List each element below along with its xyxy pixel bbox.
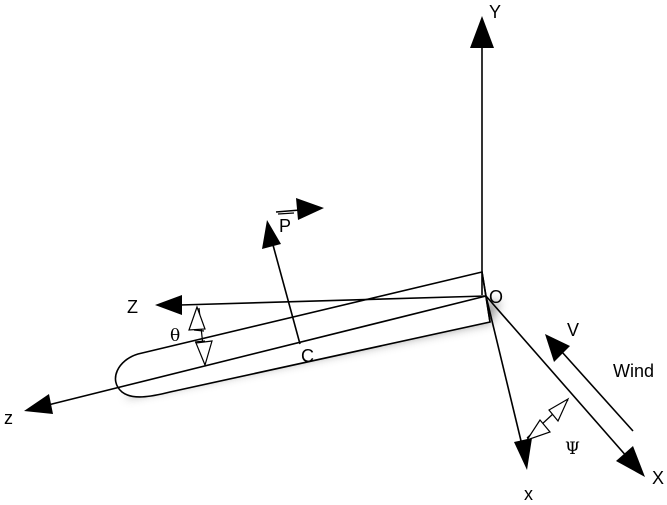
z-axis-line (179, 295, 487, 306)
label-psi: Ψ (565, 439, 580, 459)
label-O: O (489, 287, 503, 307)
body-z-axis-line (47, 295, 487, 406)
body-x-axis-arrowhead (514, 438, 532, 470)
vector-bar-P (277, 212, 295, 215)
wind-velocity-arrowhead (545, 334, 570, 362)
force-P-line (272, 244, 301, 345)
label-X: X (652, 468, 664, 488)
force-P-direction-line (275, 209, 301, 213)
body-z-axis-arrowhead (24, 394, 53, 414)
force-P-direction-arrowhead (296, 198, 324, 220)
force-P-arrowhead (262, 220, 281, 249)
label-wind: Wind (613, 361, 654, 381)
label-P: P (279, 216, 291, 236)
label-x: x (524, 484, 533, 504)
psi-arrow-left (525, 418, 552, 442)
psi-arrow-right (548, 397, 570, 423)
theta-arrow-upper (188, 305, 206, 331)
x-axis-line (485, 295, 629, 459)
x-axis-arrowhead (616, 446, 645, 477)
label-theta: θ (170, 326, 180, 346)
label-C: C (301, 346, 314, 366)
wind-velocity-line (561, 351, 634, 432)
body-x-axis-line (485, 295, 523, 446)
y-axis-arrowhead (470, 16, 494, 48)
label-V: V (567, 320, 579, 340)
theta-arrow-lower (195, 340, 213, 367)
label-Y: Y (489, 2, 501, 22)
label-z: z (4, 408, 13, 428)
z-axis-arrowhead (155, 295, 182, 315)
theta-tick-a (193, 329, 205, 332)
theta-tick-b (194, 340, 206, 343)
label-Z: Z (127, 297, 138, 317)
